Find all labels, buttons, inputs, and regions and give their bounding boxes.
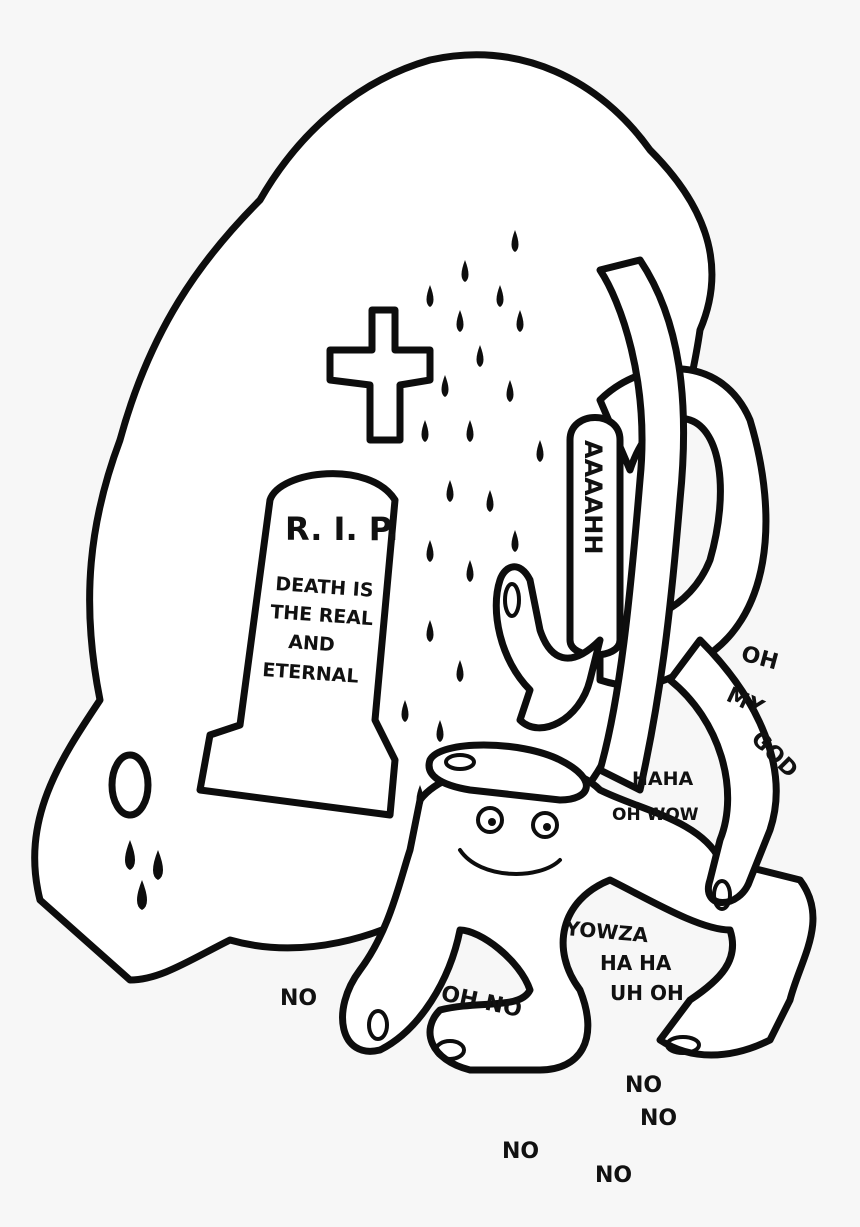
arm-right bbox=[666, 636, 780, 906]
no-text: NO bbox=[625, 1073, 662, 1098]
haha-text: HAHA bbox=[632, 768, 694, 790]
eye-icon bbox=[531, 811, 559, 839]
creature-legs bbox=[339, 761, 817, 1074]
tear-drop bbox=[137, 880, 147, 910]
no-text: NO bbox=[280, 986, 317, 1011]
no-text: NO bbox=[595, 1163, 632, 1188]
yowza-text: UH OH bbox=[610, 981, 684, 1005]
tombstone-line: AND bbox=[288, 631, 336, 656]
yowza-text: HA HA bbox=[600, 951, 672, 975]
hand-top bbox=[425, 741, 590, 804]
tentacle-right bbox=[596, 365, 770, 690]
eye-icon bbox=[476, 806, 504, 834]
scream-tube bbox=[566, 414, 624, 659]
fingernail bbox=[434, 1039, 466, 1061]
hand-center bbox=[492, 563, 604, 732]
scream-text: AAAAHH bbox=[579, 440, 607, 554]
arm-tall bbox=[596, 256, 688, 794]
fingernail bbox=[712, 879, 732, 911]
rain-drops bbox=[401, 230, 544, 807]
haha-text: OH WOW bbox=[612, 805, 699, 825]
tombstone bbox=[196, 470, 399, 819]
fingernail bbox=[444, 753, 476, 771]
fingernail bbox=[367, 1009, 389, 1041]
pupil bbox=[543, 823, 551, 831]
tear-drop bbox=[153, 850, 163, 880]
tear-drop bbox=[125, 840, 135, 870]
tombstone-title: R. I. P. bbox=[285, 510, 398, 548]
pupil bbox=[488, 818, 496, 826]
fingernail bbox=[665, 1035, 701, 1055]
no-text: NO bbox=[640, 1106, 677, 1131]
yowza-text: YOWZA bbox=[564, 916, 650, 947]
tombstone-cross bbox=[326, 306, 434, 444]
fingernail bbox=[503, 582, 521, 618]
grin-mouth bbox=[458, 848, 562, 876]
eye-left bbox=[108, 751, 152, 819]
oh-my-god-text: OH bbox=[738, 642, 780, 676]
no-text: NO bbox=[502, 1139, 539, 1164]
